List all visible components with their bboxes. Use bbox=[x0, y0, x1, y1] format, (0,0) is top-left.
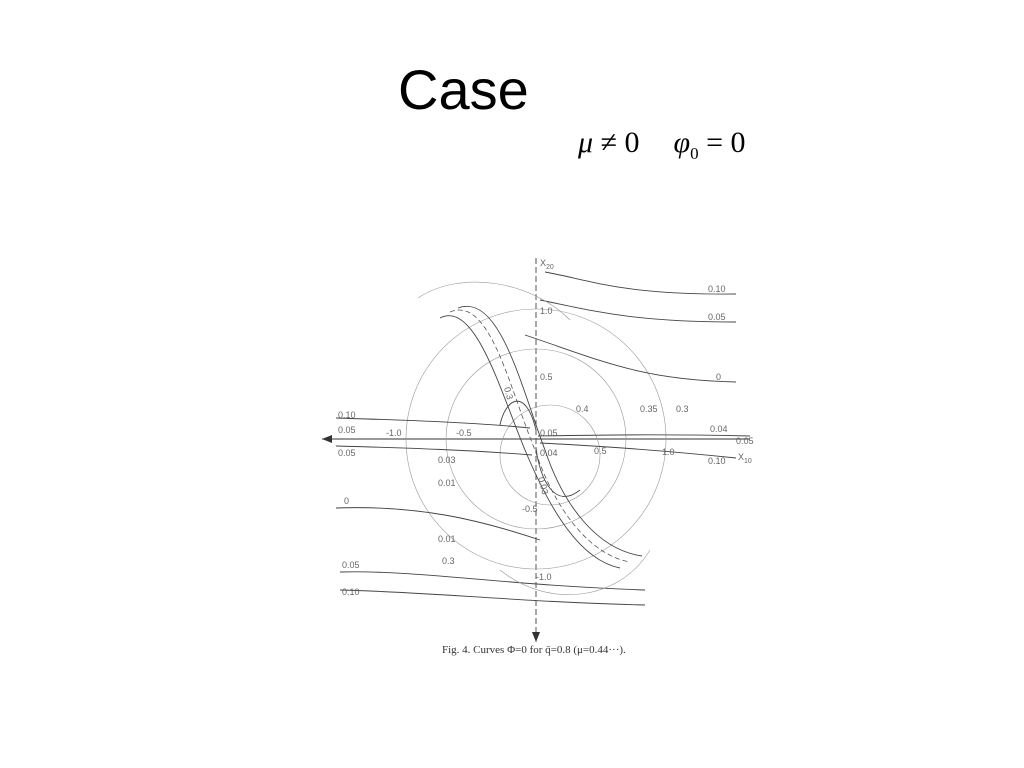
curve-left-2 bbox=[335, 507, 541, 541]
phase-curves-figure: X20 X10 1.0 0.5 0.05 -0.5 -1.0 -1.0 -0.5… bbox=[322, 258, 754, 642]
label-q-0-35: 0.35 bbox=[640, 404, 658, 414]
curve-right-2 bbox=[539, 299, 737, 323]
label-q-0-4: 0.4 bbox=[576, 404, 589, 414]
label-left-0-3: 0.3 bbox=[442, 556, 455, 566]
label-x-1-0: 1.0 bbox=[662, 447, 675, 457]
label-left-0-05-low: 0.05 bbox=[338, 448, 356, 458]
label-center-0-03: 0.03 bbox=[536, 476, 550, 496]
separatrix-2 bbox=[449, 309, 631, 563]
curve-left-4 bbox=[339, 589, 646, 606]
label-left-0-01-b: 0.01 bbox=[438, 534, 456, 544]
label-y-neg-0-5: -0.5 bbox=[522, 504, 538, 514]
slide-title: Case bbox=[398, 58, 529, 121]
label-y-1-0: 1.0 bbox=[540, 306, 553, 316]
label-q-0-3: 0.3 bbox=[676, 404, 689, 414]
saddle-upper bbox=[499, 400, 537, 431]
curve-right-axis bbox=[537, 434, 751, 437]
label-x-neg-0-5: -0.5 bbox=[456, 428, 472, 438]
inner-circle bbox=[445, 348, 627, 530]
curve-left-3 bbox=[339, 571, 646, 591]
label-right-0-05-top: 0.05 bbox=[708, 312, 726, 322]
label-left-0-05: 0.05 bbox=[338, 425, 356, 435]
small-circle bbox=[499, 404, 601, 506]
label-right-0-10: 0.10 bbox=[708, 284, 726, 294]
label-left-0-10: 0.10 bbox=[338, 410, 356, 420]
outer-arc-2 bbox=[499, 549, 651, 595]
label-right-0-10-low: 0.10 bbox=[708, 456, 726, 466]
curve-right-low bbox=[539, 442, 737, 459]
separatrix-3 bbox=[457, 305, 643, 557]
separatrix-1 bbox=[439, 315, 621, 569]
x-axis-arrow bbox=[322, 435, 332, 443]
label-right-0-05-mid: 0.05 bbox=[736, 436, 754, 446]
curve-left-axis bbox=[335, 445, 533, 456]
label-left-0-05-b: 0.05 bbox=[342, 560, 360, 570]
y-axis-arrow bbox=[532, 632, 540, 642]
label-y-0-05: 0.05 bbox=[540, 428, 558, 438]
saddle-lower bbox=[535, 447, 581, 497]
label-y-neg-1-0: -1.0 bbox=[536, 572, 552, 582]
curve-left-1 bbox=[335, 417, 531, 429]
axis-y-label: X20 bbox=[540, 258, 554, 271]
outer-circle bbox=[405, 308, 667, 570]
label-right-0: 0 bbox=[716, 372, 721, 382]
outer-arc-1 bbox=[417, 281, 571, 321]
axis-x-label: X10 bbox=[738, 452, 752, 465]
mu-symbol: μ bbox=[578, 126, 594, 159]
label-x-neg-1-0: -1.0 bbox=[386, 428, 402, 438]
phi-subscript: 0 bbox=[690, 144, 699, 163]
label-x-0-5: 0.5 bbox=[594, 446, 607, 456]
phi-eq-zero: = 0 bbox=[698, 126, 746, 159]
phi-symbol: φ bbox=[673, 126, 691, 159]
label-left-0-10-b: 0.10 bbox=[342, 587, 360, 597]
label-y-0-5: 0.5 bbox=[540, 372, 553, 382]
mu-neq-zero: ≠ 0 bbox=[593, 126, 640, 159]
label-x-0-04: 0.04 bbox=[540, 448, 558, 458]
label-center-0-3: 0.3 bbox=[502, 386, 515, 401]
figure-caption: Fig. 4. Curves Φ=0 for q̄=0.8 (μ=0.44···… bbox=[442, 644, 626, 656]
label-left-0-01: 0.01 bbox=[438, 478, 456, 488]
label-right-0-04: 0.04 bbox=[710, 424, 728, 434]
curve-right-top bbox=[544, 271, 737, 295]
label-left-0-03: 0.03 bbox=[438, 455, 456, 465]
condition-formula: μ ≠ 0 φ0 = 0 bbox=[578, 126, 746, 164]
curve-right-3 bbox=[524, 334, 737, 383]
label-left-0: 0 bbox=[344, 496, 349, 506]
